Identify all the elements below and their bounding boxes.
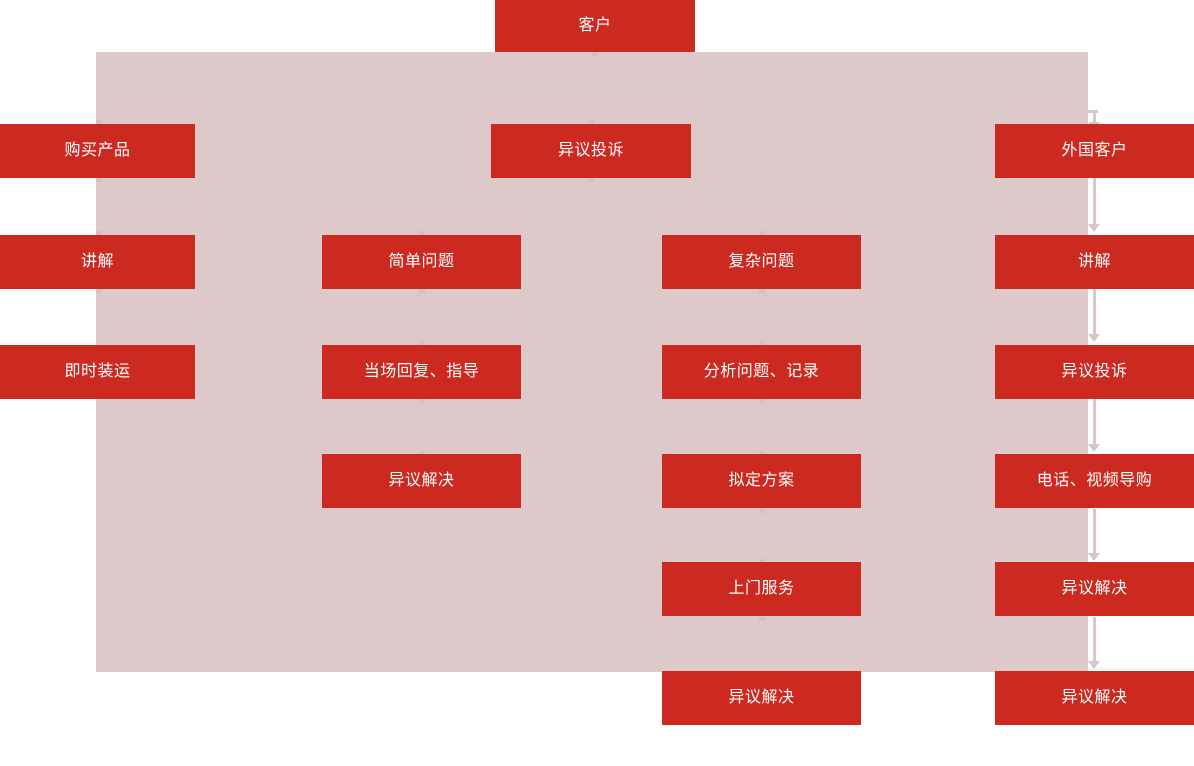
stub-simple-issue-up xyxy=(419,231,425,235)
stub-purchase-product-down xyxy=(96,178,102,182)
connector-right-rail-3 xyxy=(1093,289,1096,337)
connector-right-rail-5 xyxy=(1093,509,1096,557)
node-onsite-service[interactable]: 上门服务 xyxy=(662,562,861,616)
connector-right-rail-1 xyxy=(1093,110,1096,124)
stub-onsite-reply-down xyxy=(419,399,425,403)
connector-right-rail-6 xyxy=(1093,617,1096,665)
stub-onsite-service-down xyxy=(759,617,765,621)
arrowhead-objection-resolved-col4-bottom xyxy=(1088,661,1100,669)
node-instant-shipping[interactable]: 即时装运 xyxy=(0,345,195,399)
stub-purchase-product-up xyxy=(96,120,102,124)
node-objection-complaint-right[interactable]: 异议投诉 xyxy=(995,345,1194,399)
node-draft-plan[interactable]: 拟定方案 xyxy=(662,454,861,508)
node-explain-right[interactable]: 讲解 xyxy=(995,235,1194,289)
arrowhead-explain-right xyxy=(1088,224,1100,232)
stub-simple-issue-down xyxy=(419,289,425,293)
node-simple-issue[interactable]: 简单问题 xyxy=(322,235,521,289)
stub-customer-down xyxy=(592,52,598,56)
connector-right-rail-4 xyxy=(1093,399,1096,447)
stub-draft-plan-up xyxy=(759,451,765,455)
stub-analyze-record-up xyxy=(759,341,765,345)
stub-complex-issue-up xyxy=(759,231,765,235)
stub-objection-complaint-top-down xyxy=(588,178,594,182)
node-customer[interactable]: 客户 xyxy=(495,0,695,52)
stub-analyze-record-down xyxy=(759,399,765,403)
arrowhead-objection-resolved-right-mid xyxy=(1088,553,1100,561)
node-objection-resolved-col4-bottom[interactable]: 异议解决 xyxy=(995,671,1194,725)
node-foreign-customer[interactable]: 外国客户 xyxy=(995,124,1194,178)
stub-explain-left-up xyxy=(96,231,102,235)
node-objection-complaint-top[interactable]: 异议投诉 xyxy=(491,124,691,178)
node-explain-left[interactable]: 讲解 xyxy=(0,235,195,289)
node-analyze-record[interactable]: 分析问题、记录 xyxy=(662,345,861,399)
arrowhead-objection-complaint-right xyxy=(1088,334,1100,342)
node-phone-video-guide[interactable]: 电话、视频导购 xyxy=(995,454,1194,508)
node-objection-resolved-col3-bottom[interactable]: 异议解决 xyxy=(662,671,861,725)
stub-objection-resolved-col2-up xyxy=(419,451,425,455)
stub-complex-issue-down xyxy=(759,289,765,293)
stub-onsite-service-up xyxy=(759,559,765,563)
stub-onsite-reply-up xyxy=(419,341,425,345)
node-objection-resolved-right-mid[interactable]: 异议解决 xyxy=(995,562,1194,616)
stub-draft-plan-down xyxy=(759,509,765,513)
node-objection-resolved-col2[interactable]: 异议解决 xyxy=(322,454,521,508)
arrowhead-phone-video-guide xyxy=(1088,444,1100,452)
node-purchase-product[interactable]: 购买产品 xyxy=(0,124,195,178)
stub-explain-left-down xyxy=(96,289,102,293)
connector-right-rail-2 xyxy=(1093,178,1096,226)
node-onsite-reply-guide[interactable]: 当场回复、指导 xyxy=(322,345,521,399)
stub-objection-complaint-top-up xyxy=(588,120,594,124)
node-complex-issue[interactable]: 复杂问题 xyxy=(662,235,861,289)
